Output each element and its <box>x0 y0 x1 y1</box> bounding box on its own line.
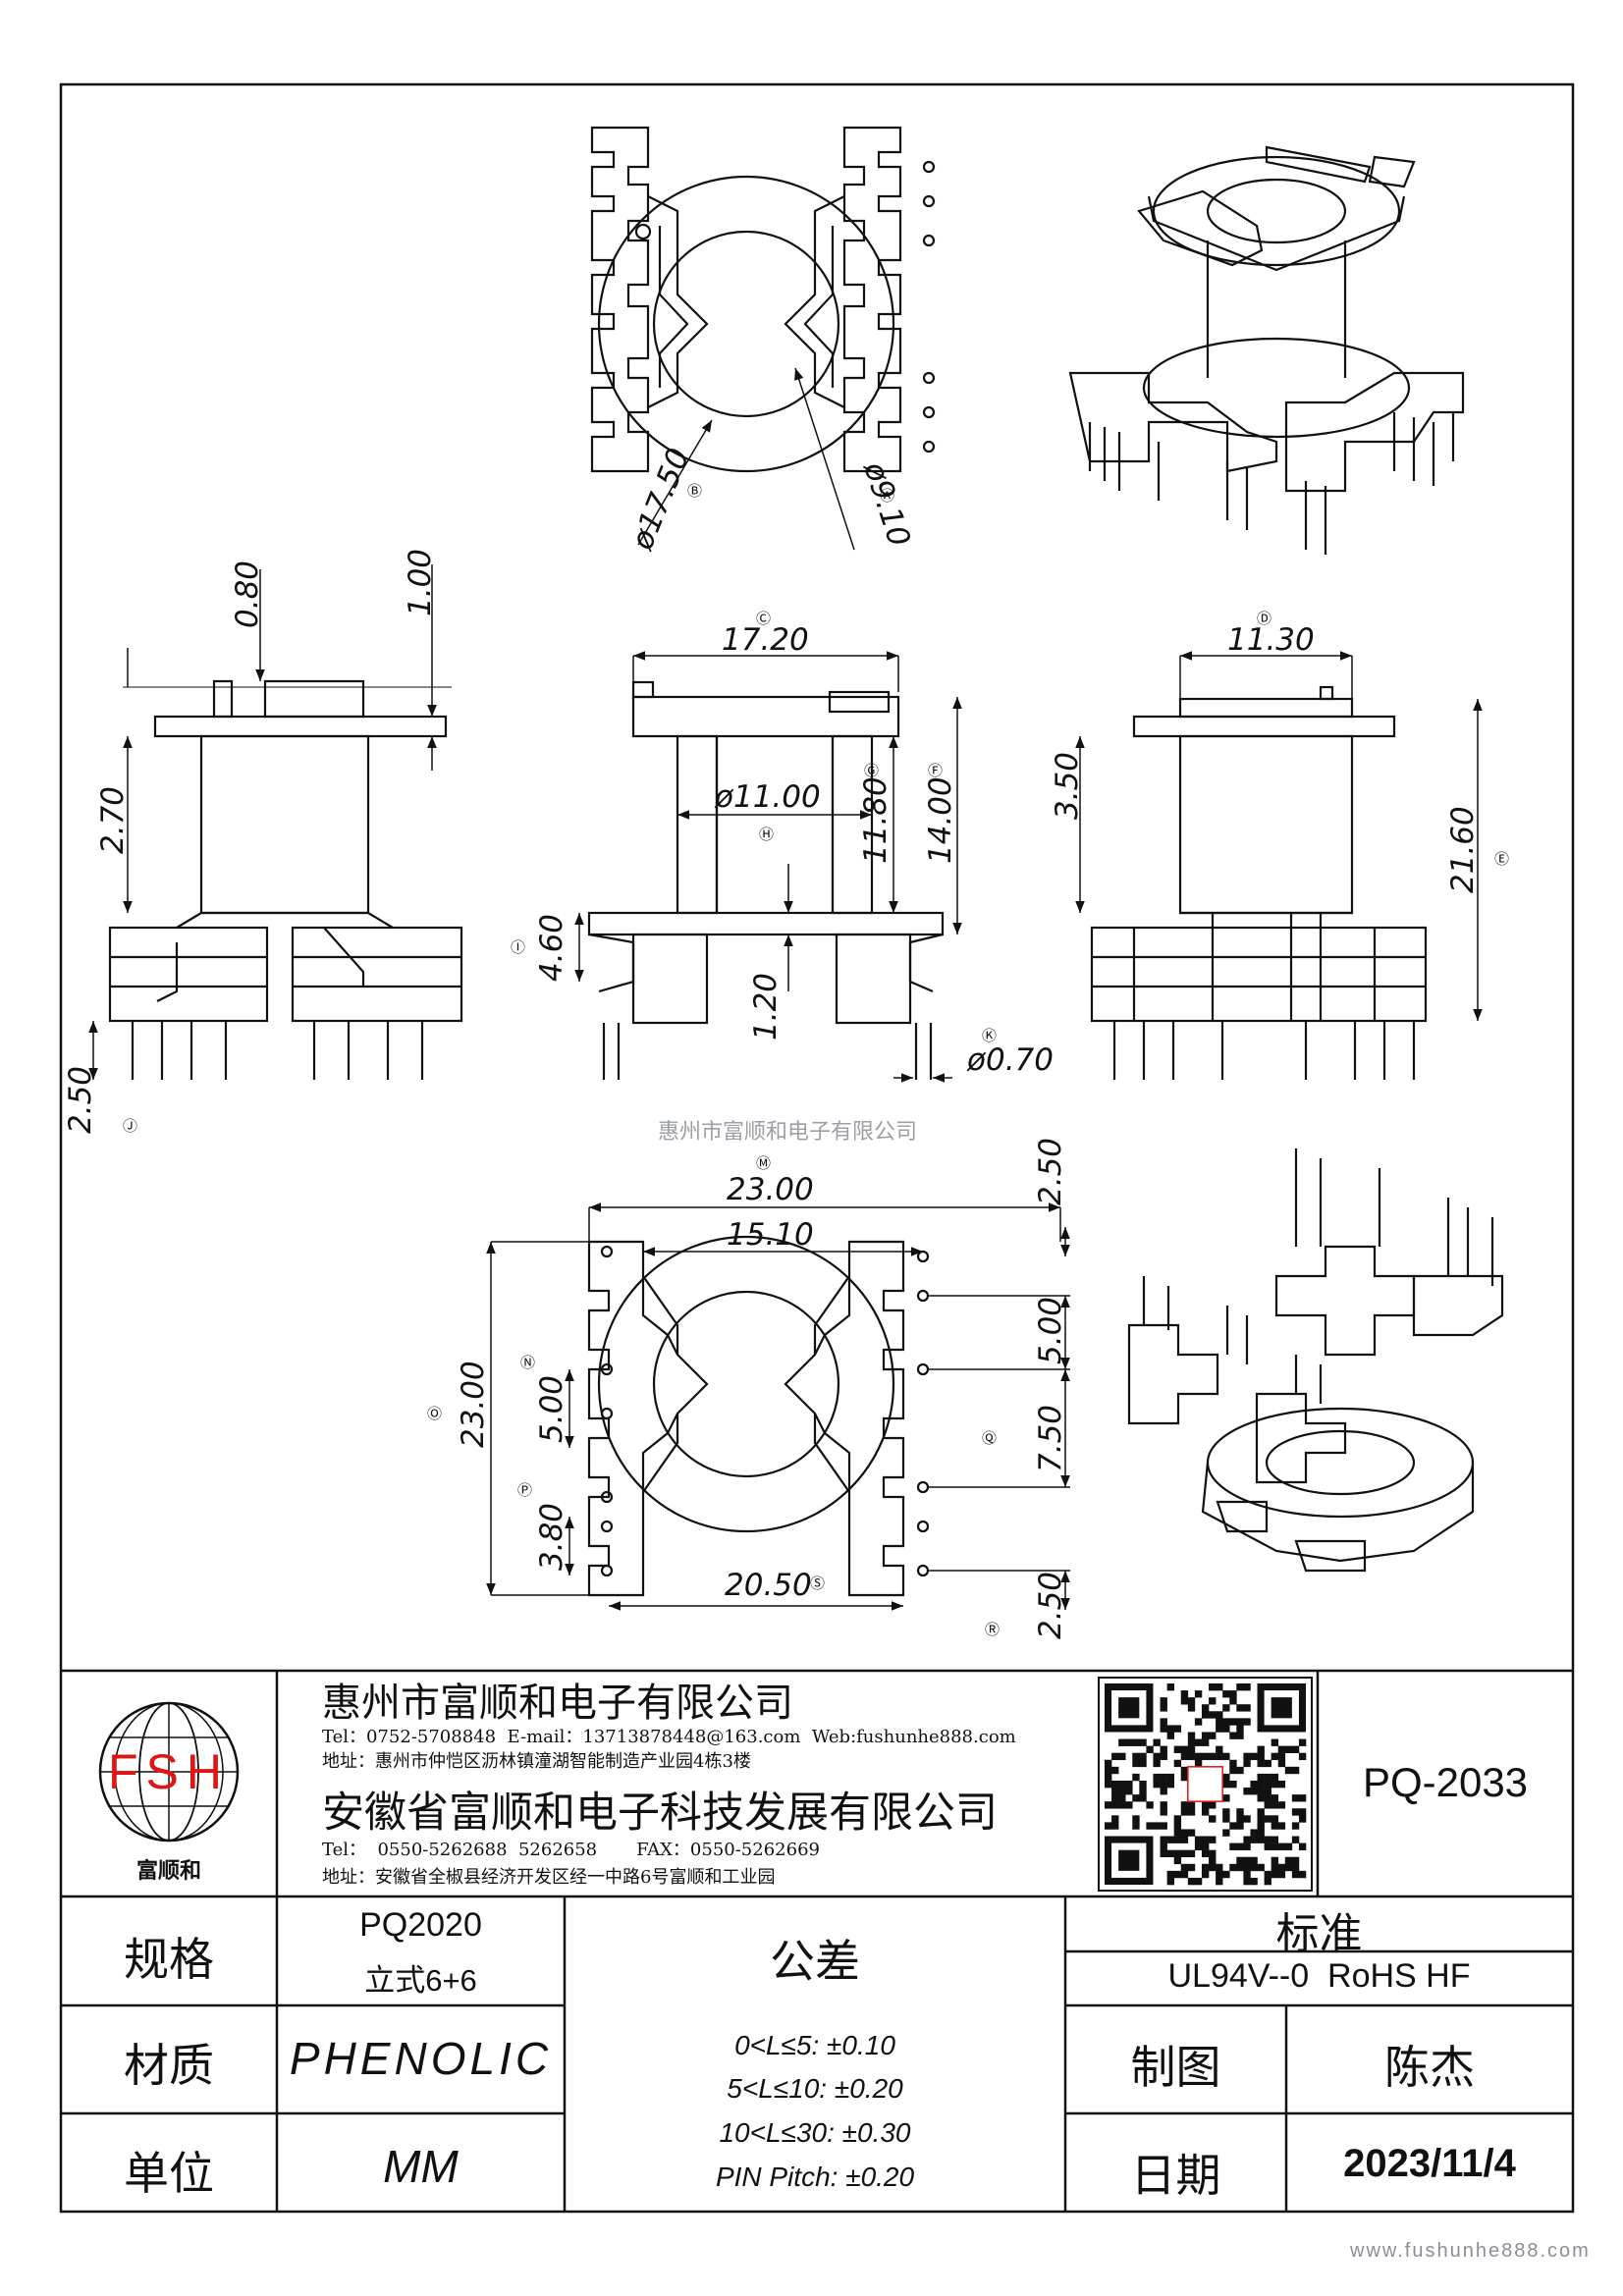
unit-value: MM <box>383 2141 459 2192</box>
tolerance-3: 10<L≤30: ±0.30 <box>719 2117 911 2148</box>
unit-label: 单位 <box>124 2148 214 2199</box>
dim-20-50: 20.50 <box>725 1568 812 1603</box>
marker-j: Ⓙ <box>123 1117 137 1135</box>
dim-2-50-top: 2.50 <box>1033 1138 1068 1205</box>
company-logo: FSH 富顺和 <box>98 1701 240 1884</box>
marker-b: Ⓑ <box>687 482 702 500</box>
logo-caption: 富顺和 <box>136 1858 201 1884</box>
dim-2-50-left: 2.50 <box>63 1066 98 1134</box>
marker-r: Ⓡ <box>985 1621 1000 1638</box>
dim-14-00: 14.00 <box>923 776 958 864</box>
marker-n: Ⓝ <box>520 1354 535 1371</box>
marker-d: Ⓓ <box>1257 610 1271 627</box>
dim-17-20: 17.20 <box>722 622 809 658</box>
company-name-1: 惠州市富顺和电子有限公司 <box>322 1681 793 1726</box>
dim-11-30: 11.30 <box>1227 622 1315 658</box>
top-view <box>590 126 936 473</box>
tolerance-1: 0<L≤5: ±0.10 <box>734 2030 895 2060</box>
dim-2-50-bottom: 2.50 <box>1033 1572 1068 1639</box>
spec-value-2: 立式6+6 <box>364 1963 477 1998</box>
marker-f: Ⓕ <box>928 762 943 779</box>
dim-4-60: 4.60 <box>534 914 569 982</box>
dim-11-80: 11.80 <box>858 776 893 864</box>
front-view-left <box>108 679 463 1080</box>
company-name-2: 安徽省富顺和电子科技发展有限公司 <box>322 1789 998 1838</box>
dim-diameter-0-70: ø0.70 <box>966 1042 1054 1078</box>
company-contact-2: Tel： 0550-5262688 5262658 FAX：0550-52626… <box>322 1840 820 1860</box>
footer-website[interactable]: www.fushunhe888.com <box>1350 2240 1591 2262</box>
dim-15-10: 15.10 <box>727 1217 814 1253</box>
side-view-right <box>1090 685 1428 1080</box>
bottom-view <box>587 1235 930 1597</box>
dim-1-00: 1.00 <box>403 549 438 616</box>
dim-5-00-left: 5.00 <box>534 1375 569 1443</box>
material-label: 材质 <box>124 2040 214 2091</box>
drawn-value: 陈杰 <box>1384 2042 1475 2093</box>
dim-0-80: 0.80 <box>230 561 265 628</box>
dim-diameter-17-50: ø17.50 <box>624 444 697 556</box>
sheet-border <box>59 82 1575 2214</box>
part-number: PQ-2033 <box>1362 1759 1529 1805</box>
qr-code[interactable] <box>1098 1677 1313 1892</box>
title-block-grid <box>61 1671 1573 2212</box>
company-contact-1: Tel：0752-5708848 E-mail：13713878448@163.… <box>322 1727 1016 1747</box>
isometric-view-top <box>1068 145 1465 555</box>
dim-23-00-top: 23.00 <box>727 1172 814 1207</box>
marker-p: Ⓟ <box>517 1481 532 1499</box>
marker-g: Ⓖ <box>864 762 879 779</box>
company-address-2: 地址：安徽省全椒县经济开发区经一中路6号富顺和工业园 <box>322 1867 776 1888</box>
marker-i: Ⓘ <box>511 938 525 956</box>
dim-3-50: 3.50 <box>1050 752 1085 820</box>
spec-label: 规格 <box>124 1934 214 1985</box>
dim-2-70: 2.70 <box>95 786 131 854</box>
dim-21-60: 21.60 <box>1445 806 1481 893</box>
marker-e: Ⓔ <box>1494 850 1509 868</box>
section-view-center <box>587 680 945 1080</box>
dim-3-80: 3.80 <box>534 1503 569 1571</box>
watermark: 惠州市富顺和电子有限公司 <box>658 1120 917 1145</box>
tolerance-4: PIN Pitch: ±0.20 <box>715 2162 915 2192</box>
tolerance-2: 5<L≤10: ±0.20 <box>727 2073 903 2104</box>
dim-5-00-right: 5.00 <box>1033 1297 1068 1364</box>
standard-label: 标准 <box>1275 1910 1363 1958</box>
dim-1-20: 1.20 <box>748 973 784 1041</box>
dim-diameter-11-00: ø11.00 <box>714 779 821 815</box>
marker-c: Ⓒ <box>756 610 771 627</box>
date-value: 2023/11/4 <box>1343 2142 1516 2185</box>
isometric-view-bottom <box>1127 1148 1504 1573</box>
dim-23-00-left: 23.00 <box>456 1361 491 1448</box>
marker-h: Ⓗ <box>759 826 774 843</box>
marker-o: Ⓞ <box>427 1405 442 1422</box>
marker-s: Ⓢ <box>810 1575 825 1592</box>
marker-q: Ⓠ <box>982 1429 997 1447</box>
tolerance-label: 公差 <box>770 1936 860 1987</box>
logo-text: FSH <box>108 1744 230 1799</box>
dim-7-50: 7.50 <box>1033 1405 1068 1472</box>
spec-value-1: PQ2020 <box>359 1906 482 1944</box>
date-label: 日期 <box>1130 2150 1221 2201</box>
standard-value: UL94V--0 RoHS HF <box>1167 1957 1471 1995</box>
company-address-1: 地址：惠州市仲恺区沥林镇潼湖智能制造产业园4栋3楼 <box>322 1751 751 1772</box>
marker-a: Ⓐ <box>880 487 894 505</box>
drawn-label: 制图 <box>1130 2042 1221 2093</box>
marker-m: Ⓜ <box>756 1154 771 1172</box>
marker-k: Ⓚ <box>982 1027 997 1044</box>
material-value: PHENOLIC <box>289 2033 553 2084</box>
